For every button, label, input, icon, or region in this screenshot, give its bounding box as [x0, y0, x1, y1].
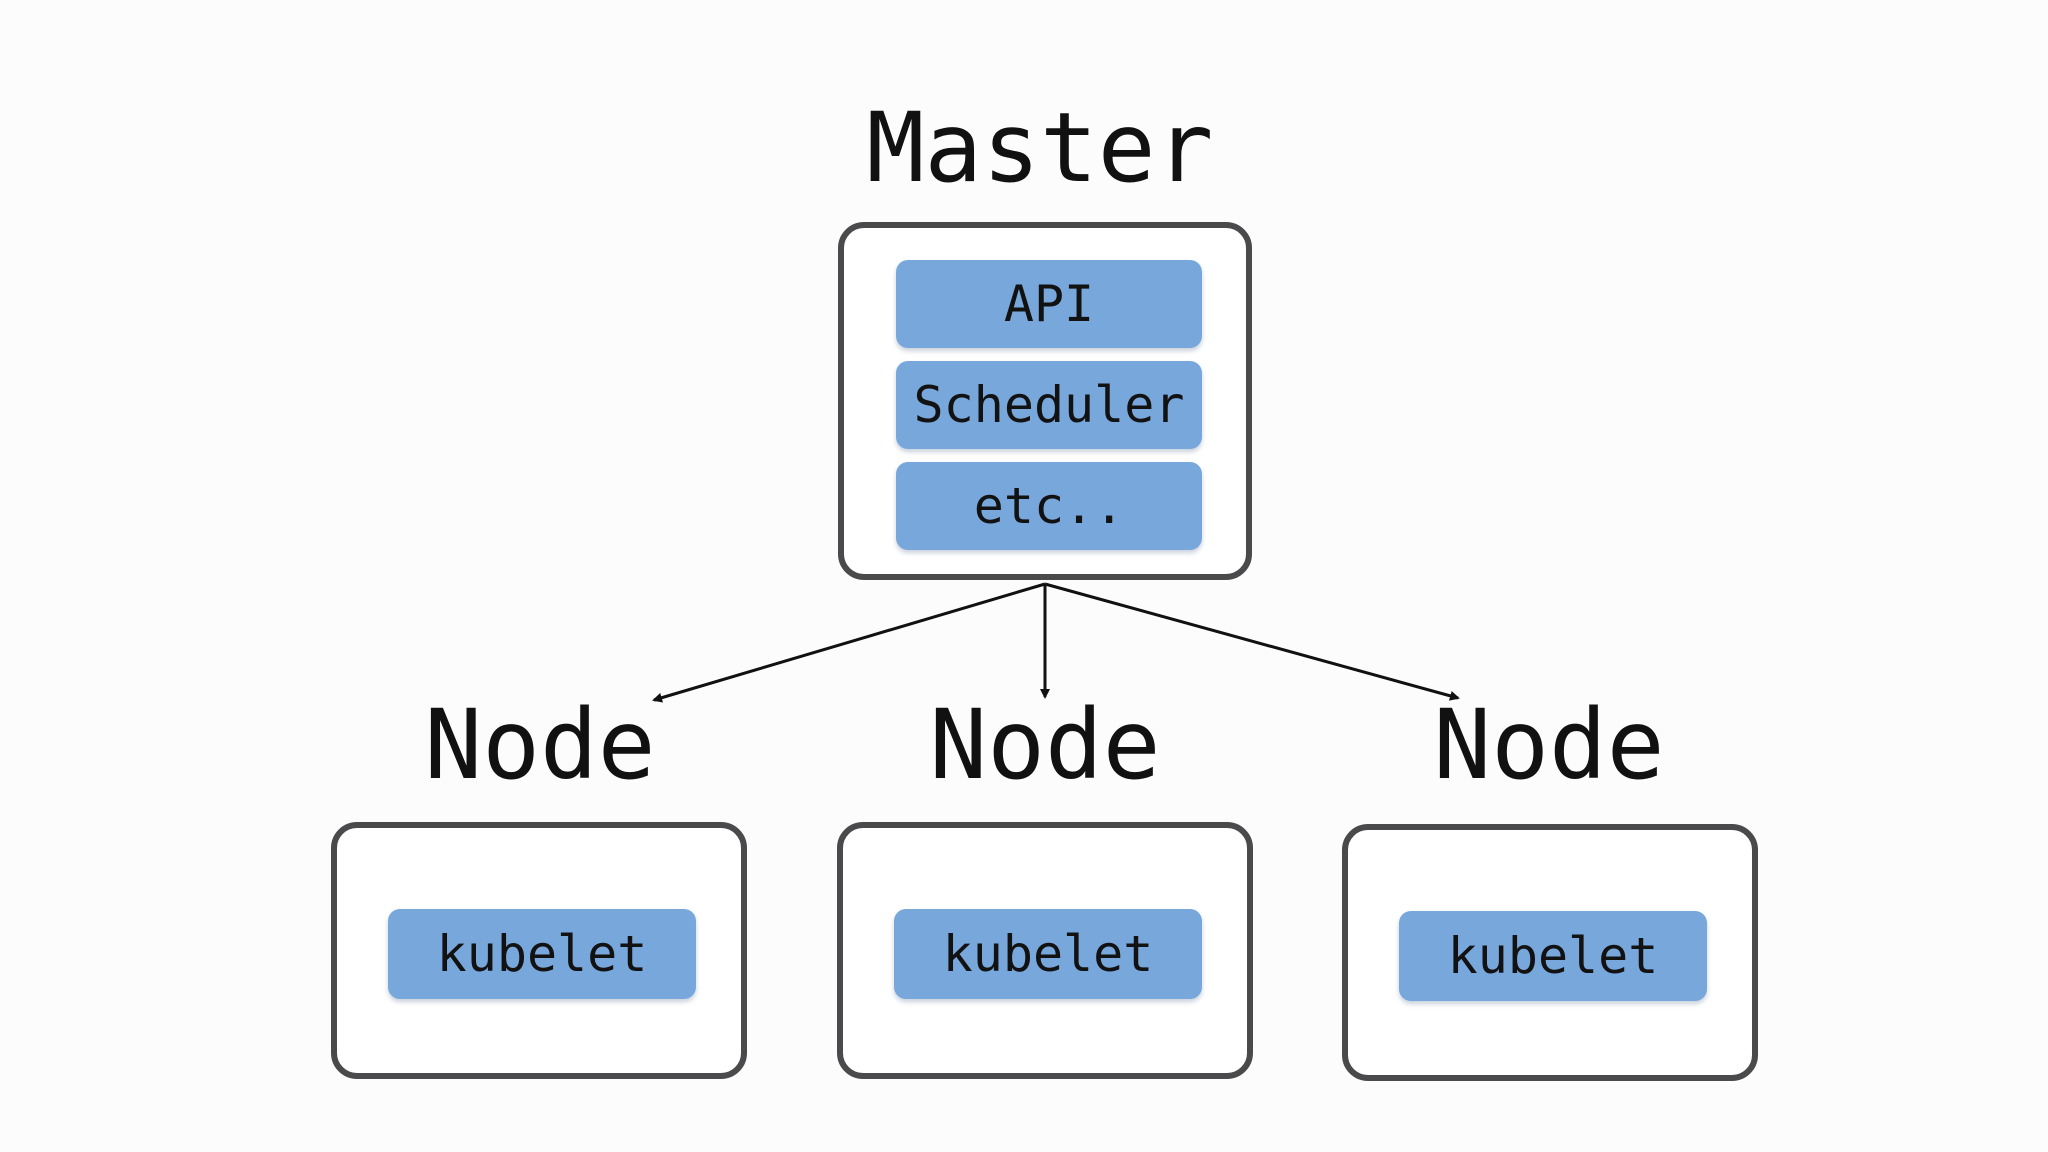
api-component: API: [896, 260, 1202, 348]
master-title: Master: [866, 92, 1214, 204]
kubelet-component-right: kubelet: [1399, 911, 1707, 1001]
node-box-left: kubelet: [331, 822, 747, 1079]
node-title-center: Node: [929, 689, 1161, 801]
node-title-left: Node: [424, 689, 656, 801]
master-box: API Scheduler etc..: [838, 222, 1252, 580]
etc-component: etc..: [896, 462, 1202, 550]
arrow-to-right-node: [1044, 582, 1460, 701]
scheduler-component: Scheduler: [896, 361, 1202, 449]
kubelet-component-left: kubelet: [388, 909, 696, 999]
node-box-center: kubelet: [837, 822, 1253, 1079]
node-box-right: kubelet: [1342, 824, 1758, 1081]
node-title-right: Node: [1433, 689, 1665, 801]
arrow-to-left-node: [652, 582, 1046, 703]
kubelet-component-center: kubelet: [894, 909, 1202, 999]
